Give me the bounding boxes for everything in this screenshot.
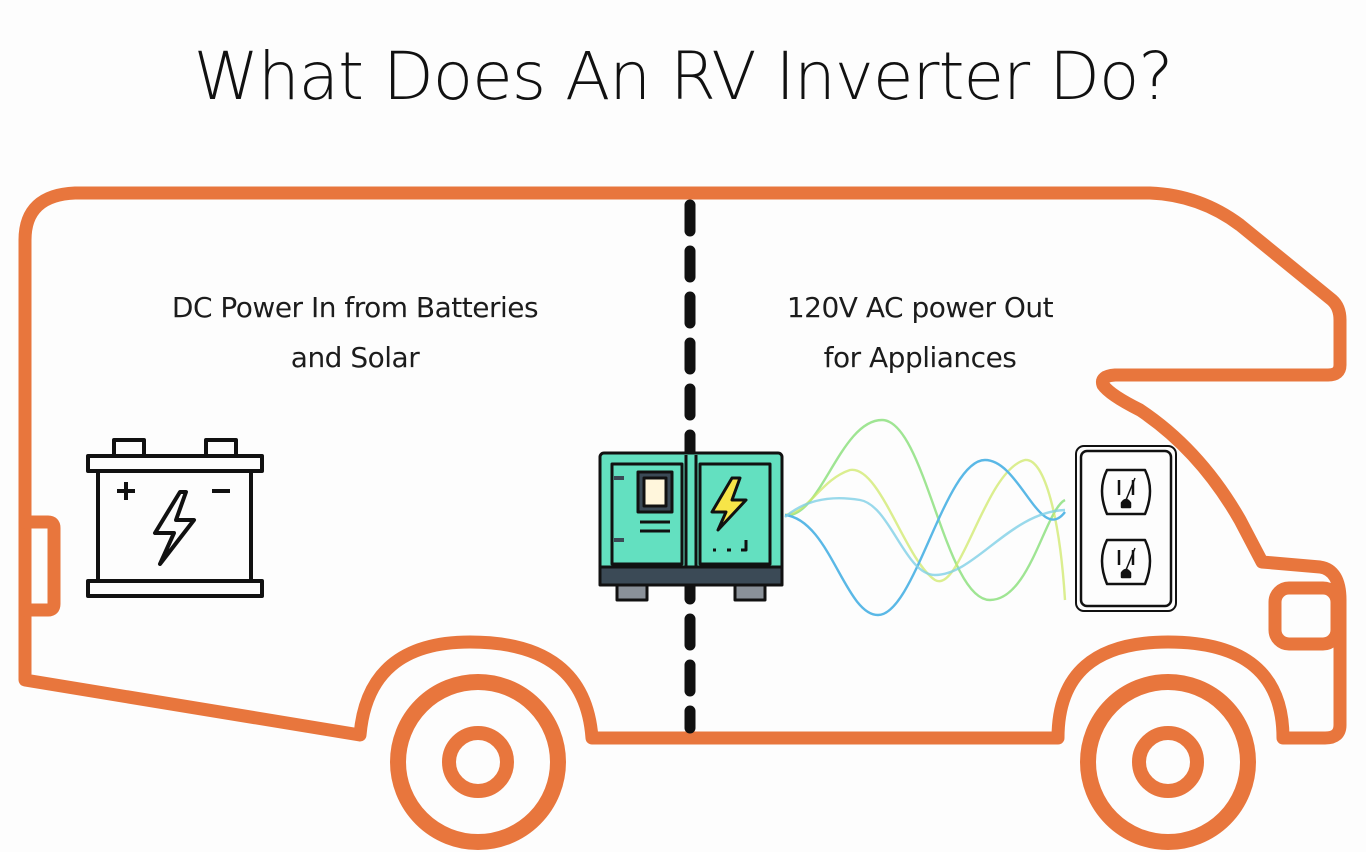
- rv-outline: [18, 186, 1347, 745]
- outlet-icon: [1075, 445, 1177, 612]
- wave-blue: [784, 458, 1066, 617]
- outlet-socket-top: [1100, 468, 1152, 516]
- sine-wave-icon: [784, 418, 1067, 617]
- front-wheel: [1080, 674, 1256, 850]
- rv-headlight: [1268, 581, 1344, 651]
- rear-wheel: [390, 674, 566, 850]
- wave-green: [784, 418, 1066, 602]
- dc-caption-line-2: and Solar: [290, 341, 420, 374]
- dc-input-caption: DC Power In from Batteries and Solar: [130, 283, 580, 383]
- ac-caption-line-1: 120V AC power Out: [786, 291, 1054, 324]
- page-title: What Does An RV Inverter Do?: [193, 38, 1174, 115]
- dc-caption-line-1: DC Power In from Batteries: [171, 291, 539, 324]
- wave-lime: [784, 458, 1067, 601]
- ac-output-caption: 120V AC power Out for Appliances: [720, 283, 1120, 383]
- ac-caption-line-2: for Appliances: [823, 341, 1017, 374]
- rv-rear-light: [18, 515, 61, 617]
- wave-teal: [784, 497, 1066, 577]
- battery-icon: [86, 438, 264, 598]
- inverter-icon: [598, 451, 784, 602]
- outlet-socket-bottom: [1100, 538, 1152, 586]
- rv-body: [18, 186, 1347, 745]
